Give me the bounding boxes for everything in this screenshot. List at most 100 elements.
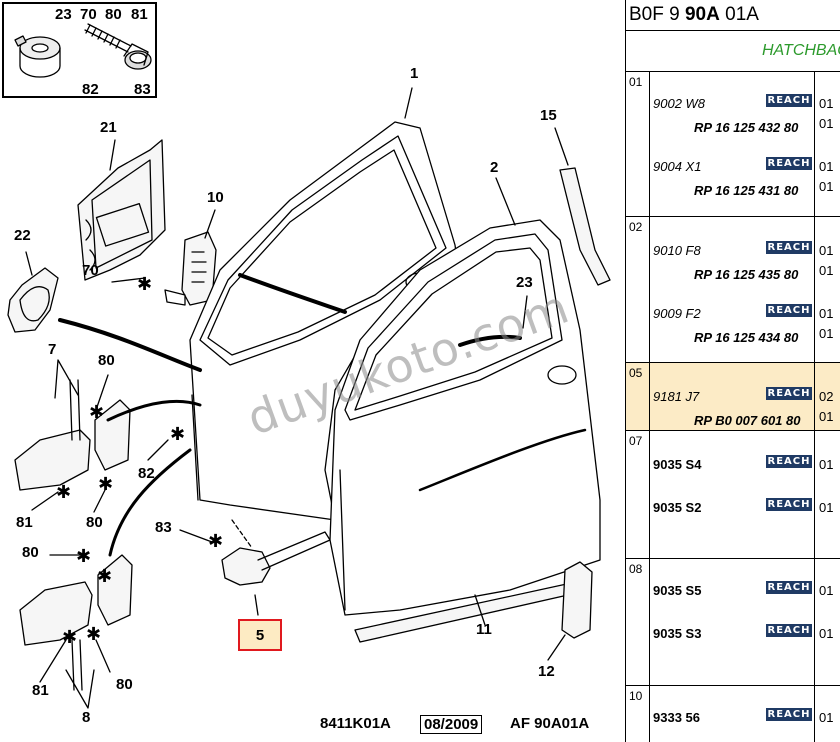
part-code[interactable]: 9010 F8 bbox=[653, 243, 701, 258]
reach-badge[interactable]: REACH bbox=[766, 498, 812, 511]
svg-text:✱: ✱ bbox=[62, 627, 77, 648]
part-reference[interactable]: RP 16 125 431 80 bbox=[694, 183, 799, 198]
end-cap-part bbox=[561, 561, 593, 639]
svg-text:✱: ✱ bbox=[137, 274, 152, 295]
group-divider bbox=[814, 559, 815, 685]
callout-70[interactable]: 70 bbox=[80, 6, 97, 23]
callout-82[interactable]: 82 bbox=[82, 81, 99, 98]
reach-badge[interactable]: REACH bbox=[766, 241, 812, 254]
callout-1[interactable]: 1 bbox=[410, 65, 419, 82]
callout-81-b[interactable]: 81 bbox=[16, 514, 33, 531]
lower-hinge-part bbox=[19, 554, 133, 691]
seal-part bbox=[559, 167, 611, 286]
callout-21[interactable]: 21 bbox=[100, 119, 117, 136]
header-bold: 90A bbox=[684, 4, 720, 25]
quantity: 01 bbox=[819, 116, 834, 131]
diagram-drawing: ✱✱✱ ✱✱✱ ✱✱✱ ✱ bbox=[7, 23, 611, 709]
parts-group-07[interactable]: 07 9035 S4 REACH 01 9035 S2 REACH 01 bbox=[626, 431, 840, 559]
reach-badge[interactable]: REACH bbox=[766, 455, 812, 468]
callout-7[interactable]: 7 bbox=[48, 341, 57, 358]
callout-81[interactable]: 81 bbox=[131, 6, 148, 23]
part-reference[interactable]: RP 16 125 435 80 bbox=[694, 267, 799, 282]
reach-badge[interactable]: REACH bbox=[766, 387, 812, 400]
reach-badge[interactable]: REACH bbox=[766, 708, 812, 721]
part-code[interactable]: 9009 F2 bbox=[653, 306, 701, 321]
svg-text:✱: ✱ bbox=[89, 402, 104, 423]
fastener-inset-box bbox=[2, 2, 157, 98]
quantity: 01 bbox=[819, 179, 834, 194]
parts-group-05[interactable]: 05 9181 J7 REACH 02 RP B0 007 601 80 01 bbox=[626, 363, 840, 431]
part-code[interactable]: 9035 S2 bbox=[653, 500, 702, 515]
group-divider bbox=[814, 686, 815, 742]
callout-83[interactable]: 83 bbox=[134, 81, 151, 98]
part-code[interactable]: 9333 56 bbox=[653, 710, 700, 725]
part-code[interactable]: 9035 S5 bbox=[653, 583, 702, 598]
group-divider bbox=[814, 431, 815, 558]
part-reference[interactable]: RP B0 007 601 80 bbox=[694, 413, 801, 428]
callout-80-b[interactable]: 80 bbox=[98, 352, 115, 369]
callout-80-c[interactable]: 80 bbox=[86, 514, 103, 531]
svg-text:✱: ✱ bbox=[76, 546, 91, 567]
group-divider bbox=[814, 217, 815, 362]
reach-badge[interactable]: REACH bbox=[766, 304, 812, 317]
parts-group-02[interactable]: 02 9010 F8 REACH 01 RP 16 125 435 80 01 … bbox=[626, 217, 840, 363]
callout-12[interactable]: 12 bbox=[538, 663, 555, 680]
nut-part-icon bbox=[14, 35, 61, 78]
group-divider bbox=[814, 363, 815, 430]
window-regulator-part bbox=[77, 139, 166, 281]
callout-8[interactable]: 8 bbox=[82, 709, 91, 726]
callout-23[interactable]: 23 bbox=[55, 6, 72, 23]
reach-badge[interactable]: REACH bbox=[766, 157, 812, 170]
group-divider bbox=[649, 431, 650, 558]
group-divider bbox=[814, 72, 815, 216]
quantity: 02 bbox=[819, 389, 834, 404]
footer-af-ref: AF 90A01A bbox=[510, 715, 590, 732]
svg-text:✱: ✱ bbox=[98, 474, 113, 495]
callout-11[interactable]: 11 bbox=[476, 621, 492, 638]
quantity: 01 bbox=[819, 409, 834, 424]
part-reference[interactable]: RP 16 125 434 80 bbox=[694, 330, 799, 345]
front-door-right-part bbox=[329, 219, 601, 616]
svg-text:✱: ✱ bbox=[97, 566, 112, 587]
upper-hinge-part bbox=[14, 379, 131, 491]
callout-15[interactable]: 15 bbox=[540, 107, 557, 124]
quantity: 01 bbox=[819, 263, 834, 278]
group-number: 07 bbox=[629, 434, 643, 448]
quantity: 01 bbox=[819, 626, 834, 641]
parts-group-10[interactable]: 10 9333 56 REACH 01 bbox=[626, 686, 840, 742]
reach-badge[interactable]: REACH bbox=[766, 581, 812, 594]
part-reference[interactable]: RP 16 125 432 80 bbox=[694, 120, 799, 135]
callout-80[interactable]: 80 bbox=[105, 6, 122, 23]
callout-80-d[interactable]: 80 bbox=[22, 544, 39, 561]
highlighted-part-5[interactable]: 5 bbox=[238, 619, 282, 651]
callout-81-c[interactable]: 81 bbox=[32, 682, 49, 699]
parts-group-08[interactable]: 08 9035 S5 REACH 01 9035 S3 REACH 01 bbox=[626, 559, 840, 686]
group-divider bbox=[649, 72, 650, 216]
parts-group-01[interactable]: 01 9002 W8 REACH 01 RP 16 125 432 80 01 … bbox=[626, 72, 840, 217]
svg-text:✱: ✱ bbox=[86, 624, 101, 645]
quantity: 01 bbox=[819, 457, 834, 472]
callout-22[interactable]: 22 bbox=[14, 227, 31, 244]
part-code[interactable]: 9181 J7 bbox=[653, 389, 700, 404]
callout-10[interactable]: 10 bbox=[207, 189, 224, 206]
reach-badge[interactable]: REACH bbox=[766, 94, 812, 107]
group-number: 01 bbox=[629, 75, 643, 89]
bolt-part-icon bbox=[84, 23, 152, 70]
reach-badge[interactable]: REACH bbox=[766, 624, 812, 637]
callout-83-b[interactable]: 83 bbox=[155, 519, 172, 536]
callout-82-b[interactable]: 82 bbox=[138, 465, 155, 482]
callout-2[interactable]: 2 bbox=[490, 159, 499, 176]
part-code[interactable]: 9035 S3 bbox=[653, 626, 702, 641]
group-number: 08 bbox=[629, 562, 643, 576]
quantity: 01 bbox=[819, 159, 834, 174]
part-code[interactable]: 9004 X1 bbox=[653, 159, 702, 174]
callout-70-b[interactable]: 70 bbox=[82, 262, 99, 279]
part-code[interactable]: 9002 W8 bbox=[653, 96, 706, 111]
callout-80-e[interactable]: 80 bbox=[116, 676, 133, 693]
header-suffix: 01A bbox=[719, 4, 759, 25]
panel-subheader: HATCHBACK bbox=[626, 31, 840, 72]
svg-text:✱: ✱ bbox=[56, 482, 71, 503]
part-code[interactable]: 9035 S4 bbox=[653, 457, 702, 472]
parts-list-panel: B0F 9 90A 01A HATCHBACK 01 9002 W8 REACH… bbox=[625, 0, 840, 742]
callout-23-b[interactable]: 23 bbox=[516, 274, 533, 291]
